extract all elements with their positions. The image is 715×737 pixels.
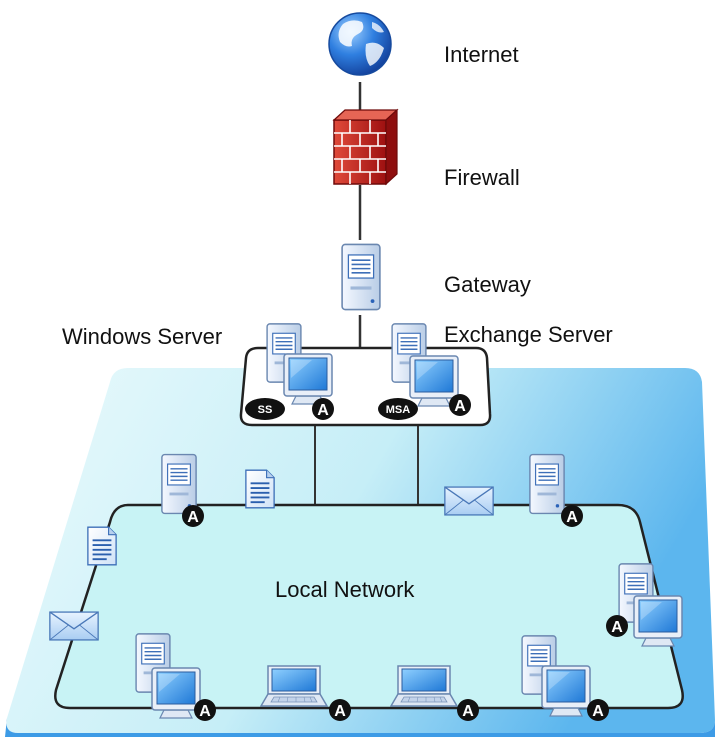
agent-badge: A	[606, 615, 628, 637]
laptop-bottom-right-icon	[390, 665, 458, 707]
agent-badge: A	[457, 699, 479, 721]
agent-badge: A	[312, 398, 334, 420]
exchange-server-monitor-icon	[409, 355, 459, 407]
agent-badge: A	[561, 505, 583, 527]
agent-badge: A	[329, 699, 351, 721]
envelope-top-icon	[444, 486, 494, 516]
agent-badge: A	[587, 699, 609, 721]
globe-icon	[328, 12, 392, 76]
internet-label: Internet	[444, 42, 519, 67]
server-top-left-icon	[161, 453, 197, 515]
agent-badge-text: A	[199, 703, 211, 720]
document-left-icon	[86, 526, 118, 566]
local-network-label: Local Network	[275, 577, 415, 602]
agent-badge-text: A	[454, 398, 466, 415]
server-top-right-icon	[529, 453, 565, 515]
envelope-left-icon	[49, 611, 99, 641]
agent-badge-text: A	[462, 703, 474, 720]
msa-badge: MSA	[378, 398, 418, 420]
agent-badge: A	[194, 699, 216, 721]
windows-server-monitor-icon	[283, 353, 333, 405]
agent-badge-text: A	[592, 703, 604, 720]
ss-badge: SS	[245, 398, 285, 420]
platform-edge	[5, 718, 715, 737]
firewall-label: Firewall	[444, 165, 520, 190]
document-top-icon	[244, 469, 276, 509]
gateway-label: Gateway	[444, 272, 531, 297]
msa-badge-text: MSA	[386, 404, 411, 416]
agent-badge-text: A	[334, 703, 346, 720]
gateway-server-icon	[341, 243, 381, 311]
exchange-server-label: Exchange Server	[444, 322, 613, 347]
agent-badge-text: A	[566, 509, 578, 526]
agent-badge: A	[449, 394, 471, 416]
workstation-bottom-left-monitor-icon	[151, 667, 201, 719]
windows-server-label: Windows Server	[62, 324, 223, 349]
laptop-bottom-left-icon	[260, 665, 328, 707]
ss-badge-text: SS	[258, 404, 273, 416]
workstation-bottom-right-monitor-icon	[541, 665, 591, 717]
firewall-icon	[332, 108, 399, 186]
workstation-right-monitor-icon	[633, 595, 683, 647]
agent-badge-text: A	[187, 509, 199, 526]
agent-badge-text: A	[317, 402, 329, 419]
agent-badge-text: A	[611, 619, 623, 636]
agent-badge: A	[182, 505, 204, 527]
